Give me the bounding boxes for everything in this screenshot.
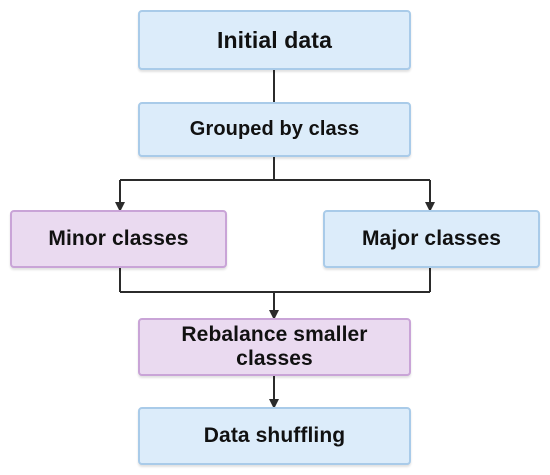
node-minor-classes-label: Minor classes [48, 226, 189, 250]
node-minor-classes: Minor classes [10, 210, 227, 268]
node-major-classes-label: Major classes [361, 226, 502, 250]
node-grouped-by-class-label: Grouped by class [189, 118, 360, 140]
node-data-shuffling-label: Data shuffling [203, 423, 346, 447]
node-rebalance-smaller-classes-label: Rebalance smaller classes [173, 323, 375, 371]
node-data-shuffling: Data shuffling [138, 407, 411, 465]
node-major-classes: Major classes [323, 210, 540, 268]
node-rebalance-line-1: Rebalance smaller [181, 322, 368, 346]
node-initial-data-label: Initial data [217, 26, 332, 53]
node-rebalance-line-2: classes [236, 347, 313, 370]
node-rebalance-smaller-classes: Rebalance smaller classes [138, 318, 411, 376]
node-grouped-by-class: Grouped by class [138, 102, 411, 157]
node-initial-data: Initial data [138, 10, 411, 70]
